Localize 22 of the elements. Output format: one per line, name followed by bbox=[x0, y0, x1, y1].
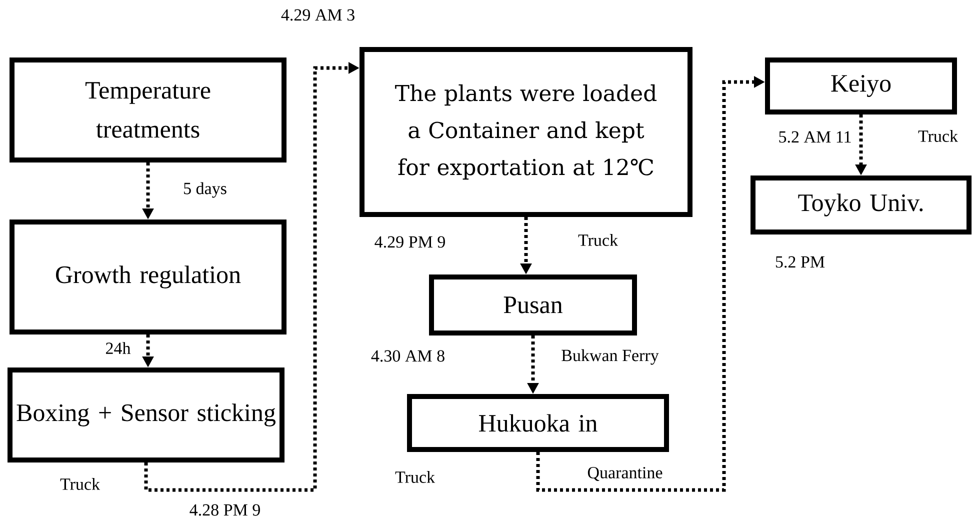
process-box: Growth regulation bbox=[10, 220, 286, 334]
time-label: 4.29 AM 3 bbox=[281, 9, 354, 21]
time-label: 4.30 AM 8 bbox=[371, 350, 444, 362]
time-label: 5.2 AM 11 bbox=[779, 131, 851, 143]
time-label: 5.2 PM bbox=[776, 256, 825, 268]
time-label: 4.28 PM 9 bbox=[190, 504, 260, 516]
process-box: Boxing + Sensor sticking bbox=[8, 367, 284, 462]
edge-label: Bukwan Ferry bbox=[560, 348, 660, 366]
edge-label: Quarantine bbox=[586, 466, 664, 482]
process-box: Keiyo bbox=[765, 58, 957, 114]
process-box: Hukuoka in bbox=[407, 394, 669, 452]
edge-label: 5 days bbox=[182, 181, 228, 199]
time-label: 4.29 PM 9 bbox=[374, 236, 445, 248]
edge-label: 24h bbox=[104, 341, 132, 355]
process-box: Toyko Univ. bbox=[750, 176, 972, 234]
time-label: Truck bbox=[395, 471, 435, 483]
process-box: The plants were loaded a Container and kept for exportation at 12℃ bbox=[360, 47, 692, 217]
edge-label: Truck bbox=[917, 129, 959, 143]
edge-label: Truck bbox=[59, 477, 101, 491]
process-box: Temperature treatments bbox=[10, 58, 286, 162]
edge-label: Truck bbox=[577, 233, 619, 247]
process-box: Pusan bbox=[429, 274, 637, 336]
